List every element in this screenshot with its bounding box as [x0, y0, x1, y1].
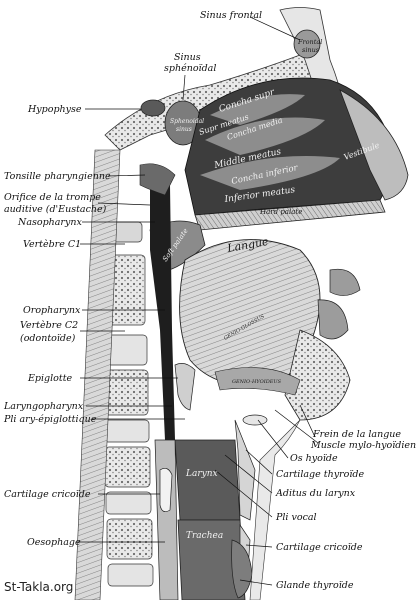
label-aditus: Aditus du larynx: [275, 488, 356, 499]
neck-front: [249, 419, 301, 600]
inner-frontal-sinus-1: Frontal: [297, 38, 322, 46]
label-orifice-1: Orifice de la trompe: [4, 192, 101, 203]
label-sinus-sphenoidal-2: sphénoïdal: [164, 63, 216, 74]
larynx: [174, 439, 241, 521]
hyoid-bone: [242, 414, 268, 426]
pituitary-gland: [140, 99, 166, 117]
inner-hard-palate: Hard palate: [259, 208, 302, 216]
inner-frontal-sinus-2: sinus: [302, 46, 320, 54]
concha-inferior: [200, 156, 340, 190]
label-cartilage-cricoide-right: Cartilage cricoïde: [276, 542, 363, 553]
leader-lines: [78, 16, 319, 586]
label-sinus-frontal: Sinus frontal: [200, 10, 262, 21]
inner-genio-hyoideus: GENIO-HYOIDEUS: [232, 379, 282, 385]
label-orifice-2: auditive (d'Eustache): [4, 204, 107, 215]
label-glande-thyroide: Glande thyroïde: [276, 580, 354, 591]
posterior-soft-tissue: [74, 149, 121, 600]
thyroid-gland: [231, 539, 253, 599]
inner-trachea: Trachea: [186, 531, 223, 541]
label-laryngopharynx: Laryngopharynx: [3, 401, 84, 412]
upper-lip: [329, 268, 361, 296]
trachea: [177, 519, 246, 600]
label-os-hyoide: Os hyoïde: [290, 453, 338, 464]
label-cartilage-cricoide-left: Cartilage cricoïde: [4, 489, 91, 500]
label-pli-ary: Pli ary-épiglottique: [3, 414, 97, 425]
label-cartilage-thyroide: Cartilage thyroïde: [276, 469, 364, 480]
label-hypophyse: Hypophyse: [27, 104, 82, 115]
label-oropharynx: Oropharynx: [23, 305, 81, 316]
mandible: [284, 329, 351, 421]
label-vertebre-c1: Vertèbre C1: [23, 239, 81, 250]
concha-superior: [210, 94, 305, 125]
oesophagus: [154, 439, 179, 600]
label-muscle-mylo: Muscle mylo-hyoïdien: [310, 440, 416, 451]
watermark-text: St-Takla.org: [4, 580, 73, 594]
label-vertebre-c2-2: (odontoïde): [20, 333, 76, 344]
concha-media: [205, 117, 325, 155]
geniohyoid: [214, 367, 301, 396]
inner-sphenoidal-sinus-2: sinus: [176, 126, 192, 133]
label-epiglotte: Epiglotte: [27, 373, 73, 384]
thyroid-cartilage: [234, 419, 256, 521]
label-sinus-sphenoidal-1: Sinus: [174, 52, 201, 63]
label-vertebre-c2-1: Vertèbre C2: [20, 320, 78, 331]
inner-larynx: Larynx: [185, 469, 218, 479]
external-nose: [339, 89, 409, 201]
label-frein-langue: Frein de la langue: [312, 429, 401, 440]
label-oesophage: Oesophage: [27, 537, 81, 548]
lower-lip: [317, 299, 349, 340]
cricoid-posterior: [159, 468, 173, 512]
label-pli-vocal: Pli vocal: [275, 512, 317, 523]
label-tonsille: Tonsille pharyngienne: [4, 171, 111, 182]
pharyngeal-tonsil: [139, 163, 176, 196]
pharynx: [150, 178, 175, 441]
label-nasopharynx: Nasopharynx: [17, 217, 82, 228]
epiglottis: [174, 363, 196, 411]
frontal-sinus: [293, 29, 321, 59]
inner-sphenoidal-sinus-1: Sphenoidal: [170, 118, 204, 125]
